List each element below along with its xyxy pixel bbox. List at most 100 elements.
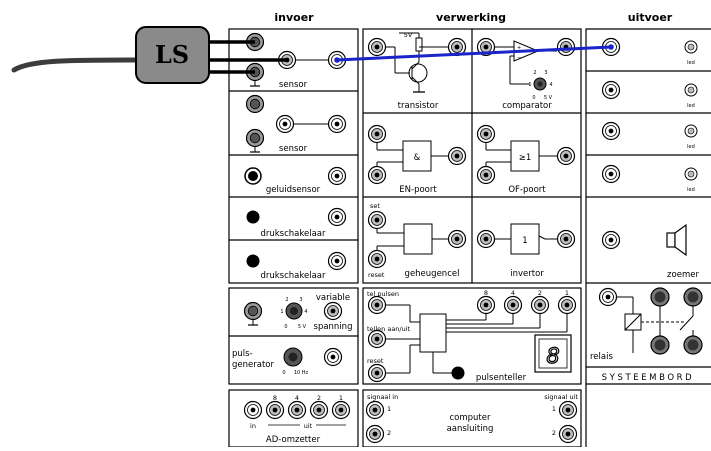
led3-input-socket[interactable]: [601, 121, 621, 141]
push-button-module-1: drukschakelaar: [246, 207, 347, 239]
svg-text:led: led: [687, 187, 695, 193]
ad-input-socket[interactable]: [243, 400, 263, 420]
and-gate-output-socket[interactable]: [447, 146, 467, 166]
comparator-module: + − 2 3 1 4 0 5 V comparator: [476, 37, 576, 111]
led-module-4: led: [601, 164, 698, 193]
sensor-cable: [11, 57, 139, 73]
ls-sensor-assembly: LS: [11, 26, 287, 84]
memory-output-socket[interactable]: [447, 229, 467, 249]
svg-text:5 V: 5 V: [544, 95, 553, 101]
or-gate-input-b-socket[interactable]: [476, 165, 496, 185]
ad-bit1-socket[interactable]: [331, 400, 351, 420]
sensor-module-1: sensor: [245, 32, 347, 90]
svg-text:1: 1: [339, 394, 343, 402]
or-gate-input-a-socket[interactable]: [476, 124, 496, 144]
pulse-generator-label-2: generator: [232, 360, 274, 370]
sensor2-supply-socket[interactable]: [245, 94, 265, 114]
push-button1-output-socket[interactable]: [327, 207, 347, 227]
counter-enable-socket[interactable]: [367, 329, 387, 349]
sound-sensor-output-socket[interactable]: [327, 166, 347, 186]
relay-contact-socket-3[interactable]: [650, 335, 670, 355]
computer-out2-socket[interactable]: [558, 424, 578, 444]
sensor2-signal-socket[interactable]: [275, 114, 295, 134]
ad-converter-label: AD-omzetter: [266, 435, 321, 445]
counter-bit4-socket[interactable]: [503, 295, 523, 315]
sensor2-label: sensor: [279, 144, 308, 154]
push-button-1[interactable]: [246, 210, 260, 224]
svg-text:tel pulsen: tel pulsen: [367, 290, 399, 298]
svg-text:4: 4: [295, 394, 299, 402]
relay-contact-socket-4[interactable]: [683, 335, 703, 355]
comparator-output-socket[interactable]: [556, 37, 576, 57]
inverter-input-socket[interactable]: [476, 229, 496, 249]
ls-sensor-box[interactable]: [135, 26, 210, 84]
counter-bit1-socket[interactable]: [557, 295, 577, 315]
pulse-generator-output-socket[interactable]: [323, 347, 343, 367]
column-title-processing: verwerking: [436, 11, 506, 24]
ad-bit2-socket[interactable]: [309, 400, 329, 420]
speaker-icon: [666, 223, 687, 257]
memory-set-socket[interactable]: [367, 210, 387, 230]
ad-bit8-socket[interactable]: [265, 400, 285, 420]
memory-cell-module: set reset geheugencel: [367, 202, 467, 279]
and-gate-module: & EN-poort: [367, 124, 467, 195]
memory-reset-socket[interactable]: [367, 249, 387, 269]
sensor2-output-socket[interactable]: [327, 114, 347, 134]
sensor2-ground-socket[interactable]: [245, 128, 265, 148]
counter-reset-socket[interactable]: [367, 363, 387, 383]
counter-reset-button[interactable]: [451, 366, 465, 380]
svg-text:1: 1: [552, 405, 556, 413]
transistor-input-socket[interactable]: [367, 37, 387, 57]
relay-contact-socket-1[interactable]: [650, 287, 670, 307]
computer-connection-label-2: aansluiting: [447, 424, 494, 434]
computer-in2-socket[interactable]: [365, 424, 385, 444]
connection-wire[interactable]: [335, 45, 613, 62]
counter-pulse-input-socket[interactable]: [367, 295, 387, 315]
counter-bit8-socket[interactable]: [476, 295, 496, 315]
svg-text:2: 2: [317, 394, 321, 402]
and-gate-input-a-socket[interactable]: [367, 124, 387, 144]
svg-text:3: 3: [544, 70, 547, 76]
svg-text:4: 4: [549, 82, 552, 88]
svg-text:1: 1: [565, 289, 569, 297]
counter-bit2-socket[interactable]: [530, 295, 550, 315]
svg-text:signaal uit: signaal uit: [544, 393, 578, 401]
variable-voltage-ground-socket[interactable]: [243, 301, 263, 321]
input-column: [228, 28, 359, 385]
relay-contact-socket-2[interactable]: [683, 287, 703, 307]
ad-converter-module: 8 4 2 1 in uit AD-omzetter: [228, 389, 359, 448]
svg-text:3: 3: [299, 297, 302, 303]
push-button2-output-socket[interactable]: [327, 251, 347, 271]
push-button-2[interactable]: [246, 254, 260, 268]
ad-bit4-socket[interactable]: [287, 400, 307, 420]
sensor1-label: sensor: [279, 80, 308, 90]
sensor-module-2: sensor: [245, 94, 347, 154]
variable-voltage-output-socket[interactable]: [323, 301, 343, 321]
pulse-counter-module: tel pulsen tellen aan/uit reset 8 4 2 1 …: [367, 289, 577, 383]
transistor-label: transistor: [398, 101, 439, 111]
svg-text:8: 8: [484, 289, 488, 297]
svg-text:1: 1: [280, 309, 283, 315]
variable-voltage-module: 2 3 1 4 0 5 V variable spanning: [243, 293, 352, 332]
svg-text:reset: reset: [368, 271, 385, 279]
led-module-2: led: [601, 80, 698, 109]
inverter-output-socket[interactable]: [556, 229, 576, 249]
computer-in1-socket[interactable]: [365, 400, 385, 420]
relay-input-socket[interactable]: [598, 287, 618, 307]
push-button1-label: drukschakelaar: [260, 229, 326, 239]
svg-text:4: 4: [511, 289, 515, 297]
svg-text:≥1: ≥1: [519, 153, 532, 163]
and-gate-input-b-socket[interactable]: [367, 165, 387, 185]
or-gate-output-socket[interactable]: [556, 146, 576, 166]
buzzer-module: zoemer: [601, 223, 699, 280]
variable-voltage-label-1: variable: [316, 293, 350, 303]
seven-segment-display: [534, 334, 572, 373]
svg-text:tellen aan/uit: tellen aan/uit: [367, 325, 411, 333]
led2-input-socket[interactable]: [601, 80, 621, 100]
svg-text:5 V: 5 V: [298, 324, 307, 330]
computer-out1-socket[interactable]: [558, 400, 578, 420]
led4-input-socket[interactable]: [601, 164, 621, 184]
buzzer-input-socket[interactable]: [601, 230, 621, 250]
pulse-generator-label-1: puls-: [232, 349, 253, 359]
